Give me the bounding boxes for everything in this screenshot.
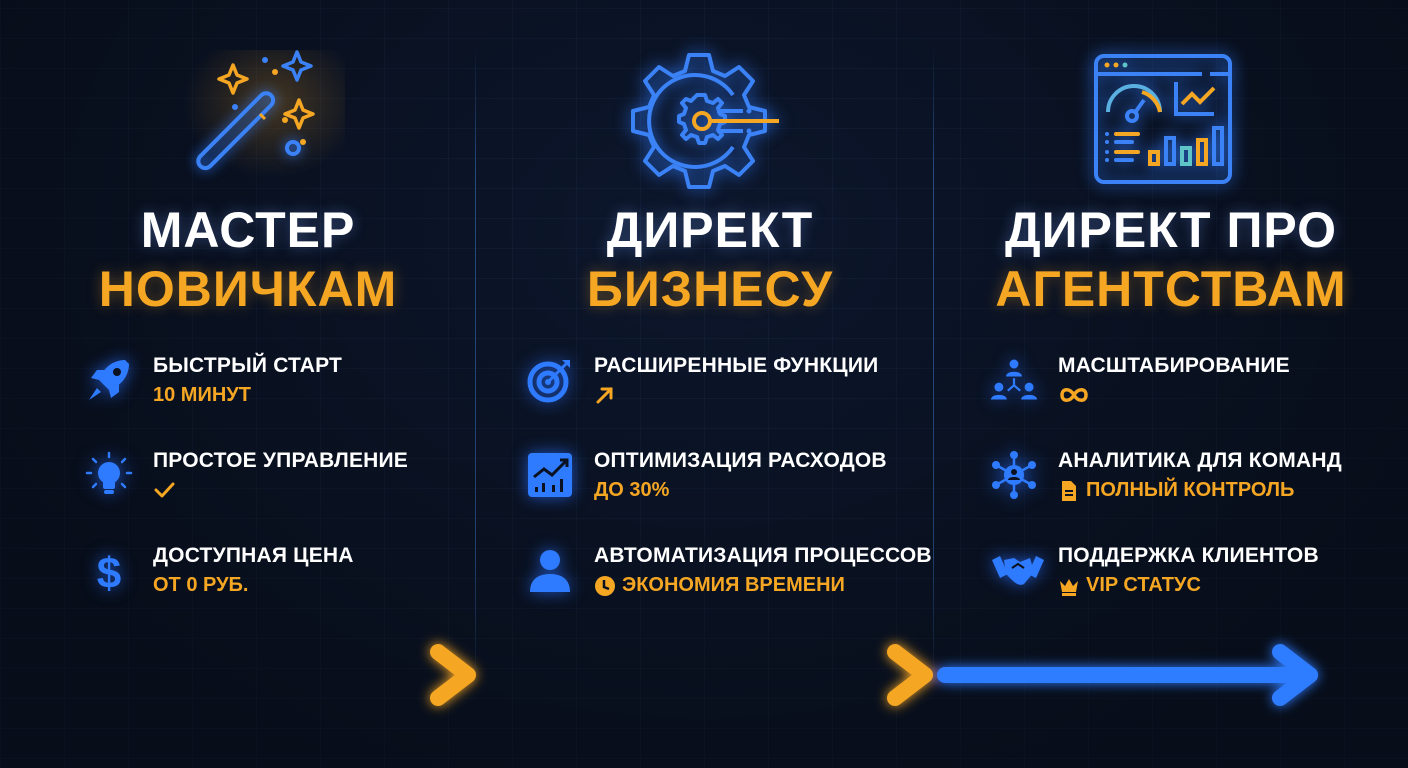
- feature-subtitle: [594, 384, 616, 406]
- feature-subtitle: [153, 479, 175, 501]
- feature-title: АНАЛИТИКА ДЛЯ КОМАНД: [1058, 449, 1342, 472]
- handshake-icon: [990, 546, 1046, 594]
- feature-title: РАСШИРЕННЫЕ ФУНКЦИИ: [594, 354, 879, 377]
- document-icon: [1062, 480, 1076, 501]
- title-accent: БИЗНЕСУ: [586, 261, 834, 317]
- title-primary: ДИРЕКТ: [606, 202, 814, 258]
- column-novice: МАСТЕР НОВИЧКАМ БЫСТРЫЙ СТАРТ 10 МИНУТ: [0, 0, 475, 620]
- title-accent: АГЕНТСТВАМ: [995, 261, 1347, 317]
- dollar-icon: $: [85, 546, 133, 598]
- feature-title: МАСШТАБИРОВАНИЕ: [1058, 354, 1290, 377]
- arrow-head-1: [430, 644, 476, 706]
- arrow-head-2: [887, 644, 933, 706]
- feature-subtitle: [1058, 384, 1090, 406]
- progress-arrow: [0, 640, 1408, 710]
- arrow-head-3: [1272, 644, 1318, 706]
- svg-text:$: $: [97, 549, 121, 594]
- column-divider: [933, 45, 934, 685]
- target-icon: [526, 356, 574, 404]
- arrow-up-right-icon: [596, 387, 613, 404]
- feature-subtitle: ПОЛНЫЙ КОНТРОЛЬ: [1058, 479, 1294, 502]
- feature-subtitle: VIP СТАТУС: [1058, 574, 1201, 597]
- column-divider: [475, 45, 476, 685]
- feature-title: ПРОСТОЕ УПРАВЛЕНИЕ: [153, 449, 409, 472]
- column-title: МАСТЕР НОВИЧКАМ: [8, 201, 488, 319]
- checkmark-icon: [154, 482, 175, 498]
- crown-icon: [1060, 578, 1078, 596]
- feature-subtitle: ДО 30%: [594, 479, 670, 501]
- user-icon: [526, 546, 574, 594]
- rocket-icon: [85, 356, 133, 404]
- team-hierarchy-icon: [990, 356, 1038, 404]
- column-title: ДИРЕКТ ПРО АГЕНТСТВАМ: [931, 201, 1408, 319]
- feature-title: АВТОМАТИЗАЦИЯ ПРОЦЕССОВ: [594, 544, 932, 567]
- feature-subtitle: 10 МИНУТ: [153, 384, 251, 406]
- clock-icon: [595, 575, 615, 596]
- infinity-icon: [1060, 388, 1088, 402]
- feature-title: ДОСТУПНАЯ ЦЕНА: [153, 544, 354, 567]
- column-business: ДИРЕКТ БИЗНЕСУ РАСШИРЕННЫЕ ФУНКЦИИ ОПТИМ…: [476, 0, 933, 620]
- column-title: ДИРЕКТ БИЗНЕСУ: [470, 201, 950, 319]
- feature-subtitle: ОТ 0 РУБ.: [153, 574, 249, 596]
- feature-title: ПОДДЕРЖКА КЛИЕНТОВ: [1058, 544, 1319, 567]
- title-accent: НОВИЧКАМ: [98, 261, 398, 317]
- title-primary: ДИРЕКТ ПРО: [1005, 202, 1337, 258]
- gear-icon: [621, 45, 781, 195]
- feature-title: БЫСТРЫЙ СТАРТ: [153, 354, 343, 377]
- column-agency: ДИРЕКТ ПРО АГЕНТСТВАМ МАСШТАБИРОВАНИЕ: [934, 0, 1408, 620]
- growth-chart-icon: [526, 451, 574, 499]
- magic-wand-icon: [165, 50, 345, 200]
- dashboard-icon: [1092, 52, 1234, 186]
- lightbulb-icon: [85, 451, 133, 499]
- title-primary: МАСТЕР: [140, 202, 356, 258]
- feature-subtitle: ЭКОНОМИЯ ВРЕМЕНИ: [594, 574, 845, 597]
- network-icon: [990, 451, 1038, 499]
- feature-title: ОПТИМИЗАЦИЯ РАСХОДОВ: [594, 449, 887, 472]
